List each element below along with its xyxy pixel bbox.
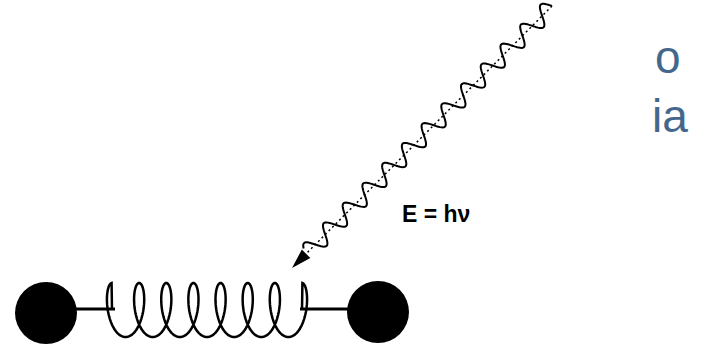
photon-arrow	[292, 4, 552, 268]
atom-ball	[15, 282, 77, 344]
slide-text-fragment: o	[655, 34, 681, 80]
photon-wave	[303, 4, 552, 249]
spring-coil	[107, 283, 307, 337]
atom-ball	[347, 281, 409, 343]
energy-equation: E = hν	[402, 203, 470, 226]
slide-text-fragment: ia	[652, 93, 688, 139]
photon-axis	[302, 6, 552, 258]
arrow-head	[292, 250, 310, 268]
diatomic-molecule	[15, 281, 409, 344]
